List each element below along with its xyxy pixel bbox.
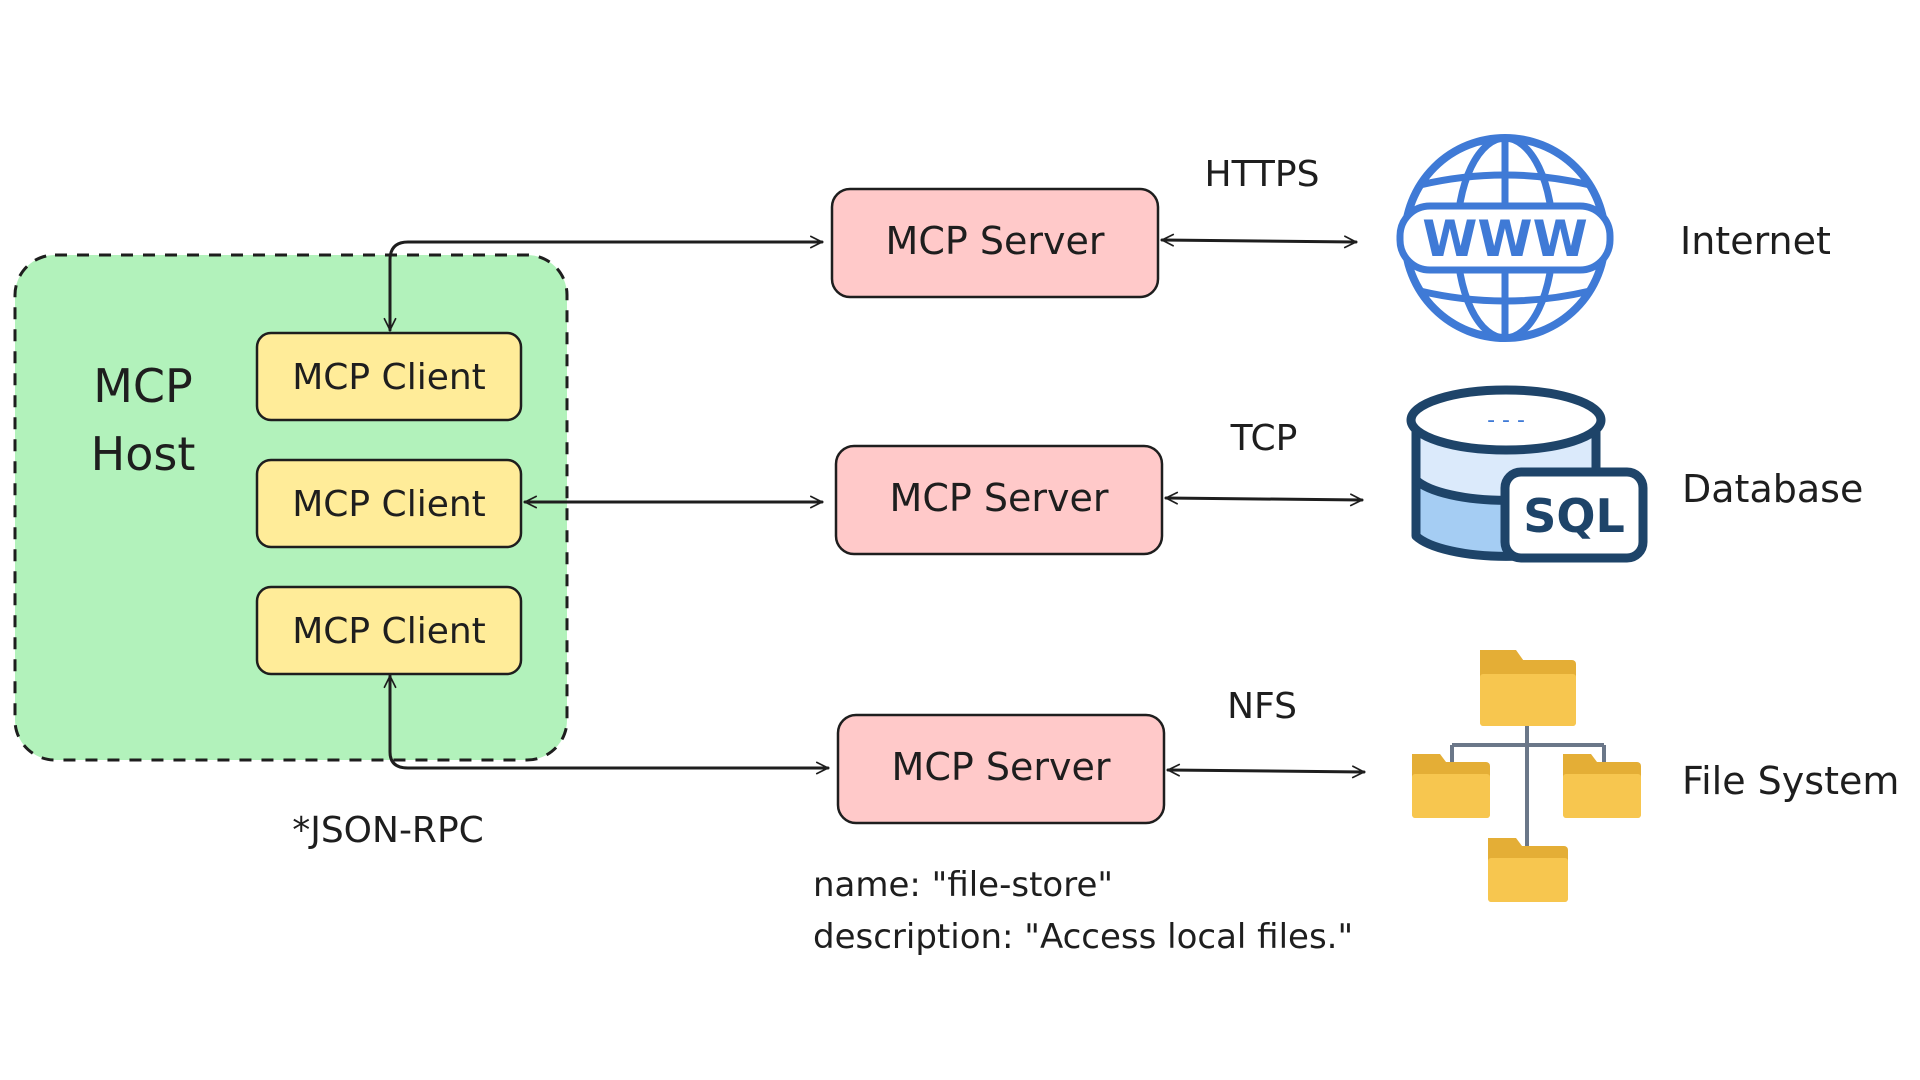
protocol-label-nfs: NFS bbox=[1227, 686, 1297, 727]
resource-label-internet: Internet bbox=[1680, 219, 1831, 263]
server1-internet-connector bbox=[1160, 233, 1358, 249]
client-box bbox=[255, 458, 523, 549]
client-box bbox=[255, 585, 523, 676]
client-label: MCP Client bbox=[292, 484, 486, 525]
mcp-client-3: MCP Client bbox=[255, 585, 523, 676]
client3-server3-connector bbox=[383, 674, 830, 775]
server-box bbox=[830, 187, 1160, 299]
resource-label-database: Database bbox=[1682, 467, 1863, 511]
mcp-client-2: MCP Client bbox=[255, 458, 523, 549]
mcp-server-3: MCP Server bbox=[836, 713, 1166, 825]
client-label: MCP Client bbox=[292, 611, 486, 652]
resource-label-file-system: File System bbox=[1682, 759, 1899, 803]
server-label: MCP Server bbox=[886, 219, 1105, 263]
mcp-client-1: MCP Client bbox=[255, 331, 523, 422]
server3-filesystem-connector bbox=[1166, 763, 1366, 779]
mcp-server-1: MCP Server bbox=[830, 187, 1160, 299]
sql-database-icon: - - - SQL bbox=[1406, 385, 1648, 563]
client-label: MCP Client bbox=[292, 357, 486, 398]
sql-text: SQL bbox=[1523, 489, 1625, 543]
json-rpc-note: *JSON-RPC bbox=[292, 810, 484, 851]
mcp-server-2: MCP Server bbox=[834, 444, 1164, 556]
server-metadata-description: description: "Access local files." bbox=[813, 917, 1353, 957]
protocol-label-tcp: TCP bbox=[1230, 418, 1298, 459]
client-box bbox=[255, 331, 523, 422]
host-title-line1: MCP bbox=[93, 359, 193, 413]
host-title-line2: Host bbox=[91, 427, 196, 481]
server-box bbox=[834, 444, 1164, 556]
server2-database-connector bbox=[1164, 491, 1364, 507]
client1-server1-connector bbox=[383, 235, 824, 332]
server-metadata-name: name: "file-store" bbox=[813, 865, 1113, 905]
folder-tree-icon bbox=[1412, 650, 1641, 902]
globe-www-icon: WWW bbox=[1396, 134, 1614, 342]
database-top-mark: - - - bbox=[1487, 408, 1525, 433]
server-label: MCP Server bbox=[890, 476, 1109, 520]
www-text: WWW bbox=[1422, 210, 1587, 268]
server-label: MCP Server bbox=[892, 745, 1111, 789]
protocol-label-https: HTTPS bbox=[1205, 154, 1320, 195]
server-box bbox=[836, 713, 1166, 825]
